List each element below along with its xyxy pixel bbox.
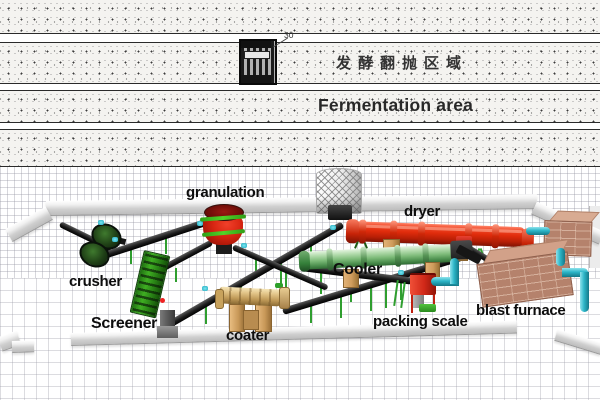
packing-leg xyxy=(433,293,435,311)
packing-scale-machine xyxy=(393,266,441,314)
conveyor-leg xyxy=(255,258,257,274)
speckle-band-2 xyxy=(0,42,600,84)
speckle-band-1 xyxy=(0,0,600,34)
packing-leg xyxy=(411,293,413,313)
granulation-label: granulation xyxy=(186,184,265,201)
fermentation-area-label-en: Fermentation area xyxy=(318,95,474,115)
motor-icon xyxy=(398,270,404,275)
conveyor-leg xyxy=(310,305,312,323)
conveyor-leg xyxy=(280,262,282,290)
conveyor-leg xyxy=(400,278,402,300)
conveyor-leg xyxy=(165,238,167,254)
screener-chute xyxy=(160,310,175,330)
furnace-right-pipe xyxy=(562,268,588,277)
coater-machine xyxy=(215,283,290,333)
speckle-band-4 xyxy=(0,129,600,167)
motor-icon xyxy=(330,225,336,230)
furnace-right-pipe-drop xyxy=(580,272,589,312)
fermentation-area-label-zh: 发酵翻抛区域 xyxy=(336,55,469,72)
dryer-inlet-head xyxy=(328,205,352,220)
motor-icon xyxy=(202,286,208,291)
motor-icon xyxy=(241,243,247,248)
coater-motor xyxy=(275,283,283,288)
furnace-connector-pipe xyxy=(556,248,565,266)
cooler-support-block xyxy=(343,269,359,288)
blast-furnace-label: blast furnace xyxy=(476,302,566,319)
motor-icon xyxy=(197,221,203,226)
crusher-machine xyxy=(75,218,127,273)
speckle-band-3 xyxy=(0,90,600,123)
screener-machine xyxy=(129,250,186,338)
furnace-left-pipe xyxy=(431,277,459,286)
conveyor-leg xyxy=(205,300,207,324)
packing-hopper xyxy=(410,273,436,295)
bagging-cart xyxy=(419,304,436,312)
conveyor-leg xyxy=(130,250,132,264)
screener-label: Screener xyxy=(91,315,158,332)
cooler-label: Cooler xyxy=(333,261,382,278)
screener-motor xyxy=(160,298,165,303)
cooler-ring xyxy=(394,244,402,267)
conveyor-leg xyxy=(285,270,287,288)
furnace-left-pipe-riser xyxy=(450,258,459,284)
dryer-label: dryer xyxy=(404,203,441,220)
crusher-label: crusher xyxy=(69,273,122,290)
packing-scale-label: packing scale xyxy=(373,313,468,330)
packing-pedestal xyxy=(413,293,424,308)
compost-turner-icon xyxy=(239,39,277,85)
left-wall-fragment-2 xyxy=(11,340,35,353)
disc-granulator xyxy=(199,204,247,256)
dryer-ring xyxy=(358,219,367,244)
coater-label: coater xyxy=(226,327,270,344)
conveyor-leg xyxy=(370,287,372,311)
dryer-exhaust-pipe xyxy=(526,227,550,235)
conveyor-leg xyxy=(175,268,177,282)
conveyor-leg xyxy=(340,296,342,318)
dimension-label: 30 xyxy=(284,30,294,40)
conveyor-leg xyxy=(385,280,387,308)
dryer-ring xyxy=(491,224,500,249)
